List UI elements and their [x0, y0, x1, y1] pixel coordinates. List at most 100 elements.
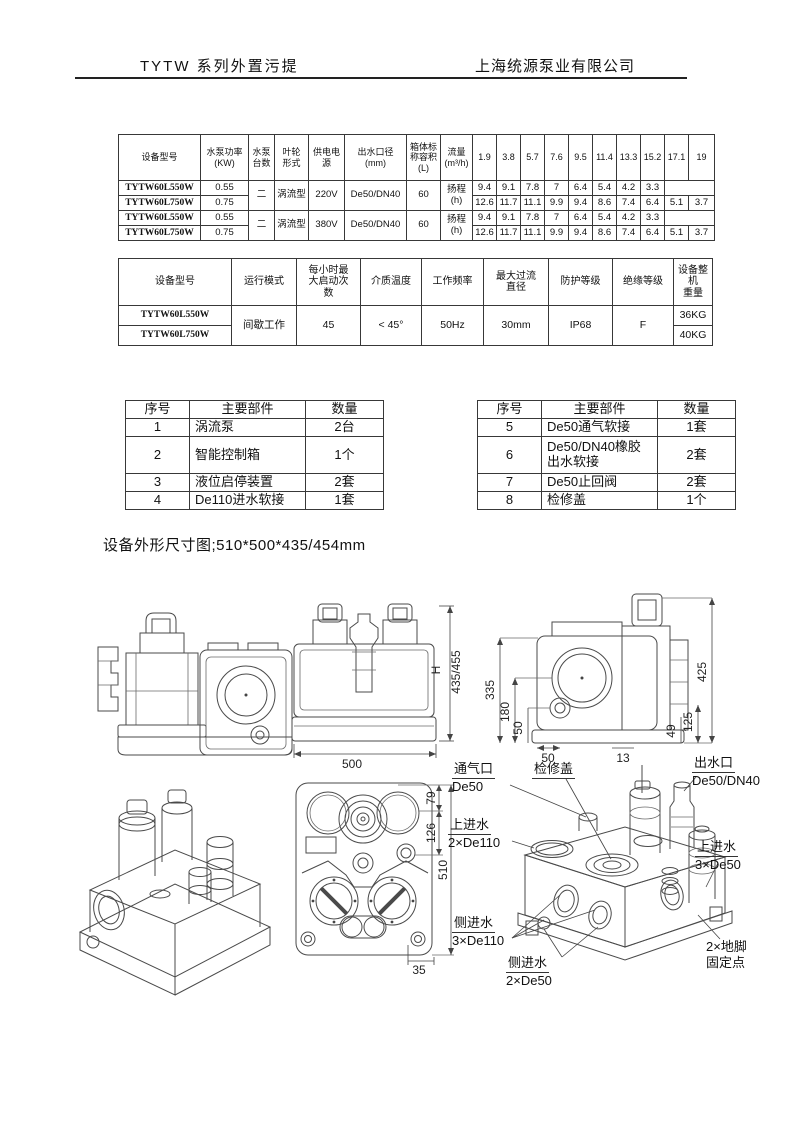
drawing-top-view: 79 126 510 35 — [288, 775, 458, 975]
col-header: 介质温度 — [360, 258, 422, 306]
head-cell: 3.3 — [640, 210, 665, 226]
col-header: 数量 — [657, 400, 736, 419]
callout-top-inlet-left: 上进水 2×De110 — [448, 817, 500, 850]
qty-cell: 1个 — [657, 491, 736, 510]
qty-cell: 1套 — [657, 418, 736, 437]
header-rule — [75, 77, 687, 79]
head-cell: 8.6 — [592, 195, 617, 211]
dim-50-bottom: 50 — [541, 751, 555, 765]
callout-vent-line2: De50 — [452, 778, 484, 794]
col-header-pump-count: 水泵 台数 — [248, 134, 275, 181]
mode-cell: 间歇工作 — [231, 305, 297, 346]
col-header: 设备型号 — [118, 258, 232, 306]
temp-cell: < 45° — [360, 305, 422, 346]
dim-510: 510 — [436, 860, 450, 880]
head-cell: 11.1 — [520, 195, 545, 211]
flow-col: 1.9 — [472, 134, 497, 181]
table-row: TYTW60L750W 40KG — [118, 325, 713, 346]
side-view-art: 335 180 50 50 13 425 125 49 — [483, 593, 715, 765]
col-header: 绝缘等级 — [612, 258, 674, 306]
col-header-power: 水泵功率 (KW) — [200, 134, 249, 181]
dim-335: 335 — [483, 680, 497, 700]
callout-vent-line1: 通气口 — [452, 761, 496, 779]
col-header: 设备整机 重量 — [673, 258, 713, 306]
flow-col: 11.4 — [592, 134, 617, 181]
head-cell: 11.7 — [496, 195, 521, 211]
callout-anchor-line1: 2×地脚 — [706, 939, 747, 954]
no-cell: 8 — [477, 491, 542, 510]
part-cell: De50通气软接 — [541, 418, 658, 437]
no-cell: 4 — [125, 491, 190, 510]
table-row: 6 De50/DN40橡胶 出水软接 2套 — [477, 436, 736, 474]
insulation-cell: F — [612, 305, 674, 346]
col-header-model: 设备型号 — [118, 134, 201, 181]
side-elevation-art — [97, 612, 293, 756]
dim-49: 49 — [664, 724, 678, 738]
outlet-cell: De50/DN40 — [344, 180, 407, 211]
flow-col: 15.2 — [640, 134, 665, 181]
parts-table-right: 序号 主要部件 数量 5 De50通气软接 1套 6 De50/DN40橡胶 出… — [477, 400, 736, 510]
head-cell: 9.1 — [496, 180, 521, 196]
head-cell: 12.6 — [472, 225, 497, 241]
head-label-cell: 扬程 (h) — [440, 210, 473, 241]
outlet-cell: De50/DN40 — [344, 210, 407, 241]
head-cell-empty — [664, 210, 715, 226]
no-cell: 5 — [477, 418, 542, 437]
head-cell: 9.4 — [568, 225, 593, 241]
supply-cell: 380V — [308, 210, 345, 241]
top-view-art: 79 126 510 35 — [295, 782, 454, 975]
callout-access-line1: 检修盖 — [532, 761, 576, 779]
head-cell: 9.1 — [496, 210, 521, 226]
no-cell: 6 — [477, 436, 542, 474]
head-cell: 5.4 — [592, 210, 617, 226]
callout-vent: 通气口 De50 — [452, 761, 496, 794]
head-cell: 3.7 — [688, 225, 715, 241]
col-header: 序号 — [125, 400, 190, 419]
col-header: 运行模式 — [231, 258, 297, 306]
table-row: TYTW60L750W 0.75 12.6 11.7 11.1 9.9 9.4 … — [118, 225, 715, 241]
dim-50-left: 50 — [511, 721, 525, 735]
head-cell: 5.1 — [664, 225, 689, 241]
dim-126: 126 — [424, 823, 438, 843]
head-cell: 12.6 — [472, 195, 497, 211]
drawing-callout-view: 通气口 De50 检修盖 出水口 De50/DN40 上进水 2×De110 上… — [440, 755, 800, 1005]
no-cell: 7 — [477, 473, 542, 492]
head-cell: 9.4 — [472, 210, 497, 226]
qty-cell: 1套 — [305, 491, 384, 510]
dim-180: 180 — [498, 702, 512, 722]
head-cell-empty — [664, 180, 715, 196]
spec-table-1: 设备型号 水泵功率 (KW) 水泵 台数 叶轮 形式 供电电 源 出水口径 (m… — [118, 134, 715, 241]
dim-425: 425 — [695, 662, 709, 682]
table-row: 4 De110进水软接 1套 — [125, 491, 384, 510]
impeller-cell: 涡流型 — [274, 180, 309, 211]
callout-outlet-line2: De50/DN40 — [692, 772, 760, 788]
col-header-outlet: 出水口径 (mm) — [344, 134, 407, 181]
head-cell: 5.1 — [664, 195, 689, 211]
col-header-supply: 供电电 源 — [308, 134, 345, 181]
table-row: TYTW60L550W 0.55 二 涡流型 220V De50/DN40 60… — [118, 180, 715, 211]
head-cell: 8.6 — [592, 225, 617, 241]
col-header: 数量 — [305, 400, 384, 419]
callout-side-inlet-left: 侧进水 3×De110 — [452, 915, 504, 948]
protection-cell: IP68 — [548, 305, 613, 346]
col-header: 主要部件 — [189, 400, 306, 419]
model-cell: TYTW60L750W — [118, 325, 232, 346]
head-cell: 4.2 — [616, 210, 641, 226]
model-cell: TYTW60L750W — [118, 225, 201, 241]
callout-outlet: 出水口 De50/DN40 — [692, 755, 760, 788]
qty-cell: 2套 — [305, 473, 384, 492]
col-header: 主要部件 — [541, 400, 658, 419]
head-cell: 7 — [544, 180, 569, 196]
flow-col: 3.8 — [496, 134, 521, 181]
callout-sil-line1: 侧进水 — [452, 915, 496, 933]
dim-width-value: 500 — [342, 757, 362, 770]
col-header: 每小时最 大启动次 数 — [296, 258, 361, 306]
table-row: 1 涡流泵 2台 — [125, 418, 384, 437]
power-cell: 0.55 — [200, 210, 249, 226]
head-cell: 3.3 — [640, 180, 665, 196]
head-cell: 7.4 — [616, 195, 641, 211]
callout-anchor-line2: 固定点 — [706, 954, 746, 970]
no-cell: 3 — [125, 473, 190, 492]
part-cell: 液位启停装置 — [189, 473, 306, 492]
part-cell: 检修盖 — [541, 491, 658, 510]
